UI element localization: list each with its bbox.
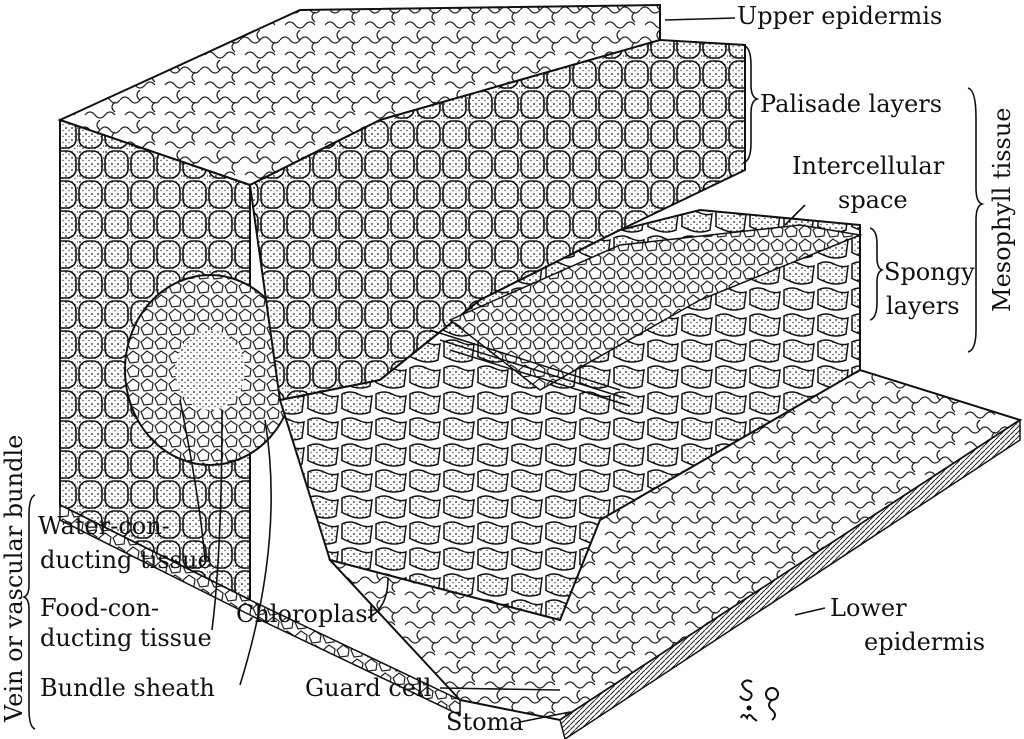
label-spongy-layers-line1: Spongy [884, 258, 975, 286]
label-guard-cell: Guard cell [305, 674, 432, 702]
label-lower-epidermis-line1: Lower [830, 594, 907, 622]
artist-signature [739, 679, 779, 722]
label-stoma: Stoma [446, 708, 524, 736]
vein-strands [429, 329, 631, 407]
label-bundle-sheath: Bundle sheath [40, 674, 215, 702]
label-food-conducting-line1: Food-con- [40, 594, 160, 622]
label-palisade-layers: Palisade layers [760, 90, 943, 118]
intercellular-space-top [448, 224, 863, 391]
label-intercellular-space-line2: space [838, 186, 908, 214]
label-water-conducting-line2: ducting tissue [40, 546, 212, 574]
spongy-layers [278, 208, 861, 622]
label-water-conducting-line1: Water-con- [38, 512, 170, 540]
label-spongy-layers-line2: layers [886, 292, 960, 320]
label-upper-epidermis: Upper epidermis [737, 2, 943, 30]
label-lower-epidermis-line2: epidermis [864, 628, 986, 656]
label-vein-vascular-bundle: Vein or vascular bundle [0, 434, 28, 722]
label-chloroplast: Chloroplast [236, 600, 378, 628]
label-intercellular-space-line1: Intercellular [792, 152, 945, 180]
leader-lines [21, 17, 985, 730]
label-food-conducting-line2: ducting tissue [40, 624, 212, 652]
label-mesophyll-tissue: Mesophyll tissue [988, 107, 1016, 312]
